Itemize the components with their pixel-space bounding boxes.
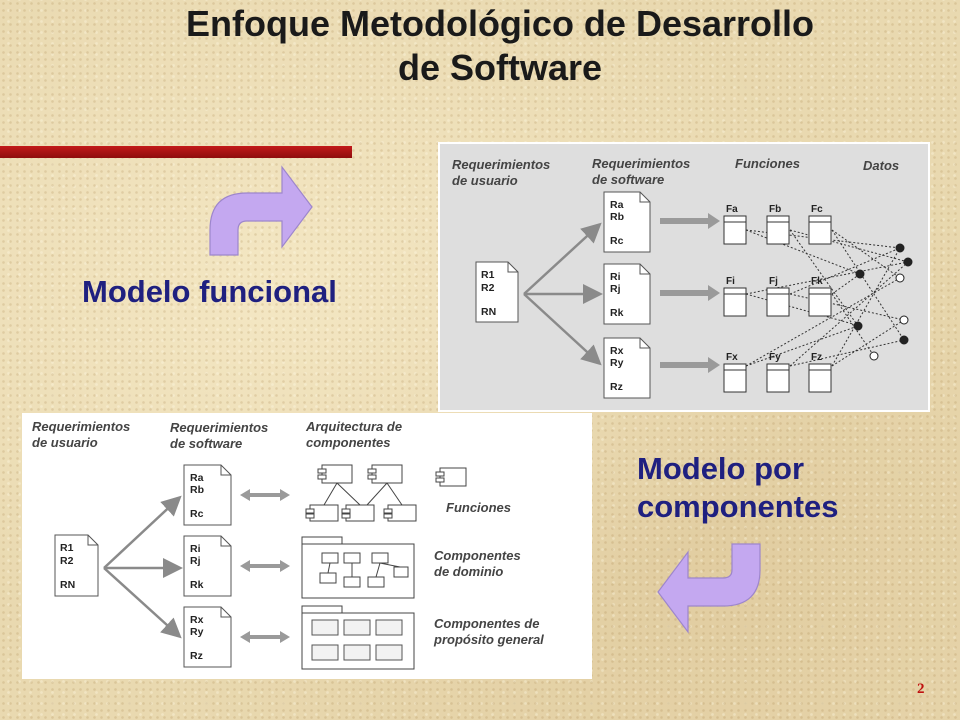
svg-text:Rc: Rc [610,235,624,247]
svg-text:Rb: Rb [610,211,624,223]
component-label-line1: Modelo por [637,451,805,486]
curved-arrow-down-left-icon [657,543,761,634]
col-sw-req-line1: Requerimientos [592,156,690,171]
slide-title: Enfoque Metodológico de Desarrollo de So… [80,2,920,90]
c-sw-req-document-3: Rx Ry Rz [183,606,232,668]
c-legend-general-line1: Componentes de [434,616,539,631]
user-req-rn: RN [481,306,496,318]
svg-text:Ry: Ry [190,626,204,638]
c-col-arch-line2: componentes [306,435,391,450]
functional-diagram-canvas: Requerimientos de usuario Requerimientos… [452,156,913,399]
c-legend-general-line2: propósito general [433,632,544,647]
c-col-sw-req-line2: de software [170,436,242,451]
c-legend-functions: Funciones [446,500,511,515]
svg-text:Fx: Fx [726,352,738,363]
svg-text:Fj: Fj [769,276,778,287]
user-req-r2: R2 [481,282,495,294]
col-user-req-line1: Requerimientos [452,157,550,172]
svg-text:Fk: Fk [811,276,823,287]
c-bidirectional-arrows [240,489,290,643]
svg-text:Rj: Rj [610,283,621,295]
svg-text:Ra: Ra [610,199,624,211]
c-col-user-req-line2: de usuario [32,435,98,450]
svg-text:Ri: Ri [190,543,201,555]
svg-text:Rb: Rb [190,484,204,496]
col-functions: Funciones [735,156,800,171]
svg-text:Fc: Fc [811,204,823,215]
c-architecture-links [323,482,403,506]
title-line-1: Enfoque Metodológico de Desarrollo [185,3,815,44]
svg-text:Fb: Fb [769,204,781,215]
col-data: Datos [863,158,899,173]
doc-to-function-arrows [660,213,720,373]
col-user-req-line2: de usuario [452,173,518,188]
component-model-diagram: Requerimientos de usuario Requerimientos… [22,413,592,679]
svg-text:Ry: Ry [610,357,624,369]
svg-text:Fy: Fy [769,352,781,363]
component-diagram-canvas: Requerimientos de usuario Requerimientos… [32,419,544,670]
c-legend-domain-line1: Componentes [434,548,521,563]
c-user-req-r2: R2 [60,555,74,567]
c-general-purpose-package [301,605,415,670]
user-req-r1: R1 [481,269,495,281]
c-architecture-components [305,464,417,522]
svg-text:Ri: Ri [610,271,621,283]
c-legend-domain-line2: de dominio [434,564,503,579]
sw-req-document-2: Ri Rj Rk [603,263,651,325]
svg-text:Fz: Fz [811,352,822,363]
svg-text:Rx: Rx [610,345,624,357]
functional-model-diagram: Requerimientos de usuario Requerimientos… [438,142,930,412]
svg-text:Rk: Rk [610,307,624,319]
c-col-sw-req-line1: Requerimientos [170,420,268,435]
sw-req-document-1: Ra Rb Rc [603,191,651,253]
c-col-arch-line1: Arquitectura de [305,419,402,434]
sw-req-document-3: Rx Ry Rz [603,337,651,399]
functional-model-label: Modelo funcional [82,274,337,309]
function-row-2: Fi Fj Fk [723,276,832,317]
user-req-document-icon [475,261,519,323]
component-label-line2: componentes [637,489,839,524]
title-line-2: de Software [397,47,603,88]
svg-text:Rz: Rz [190,650,203,662]
svg-text:Rx: Rx [190,614,204,626]
function-row-1: Fa Fb Fc [723,204,832,245]
c-sw-req-document-2: Ri Rj Rk [183,535,232,597]
c-user-req-rn: RN [60,579,75,591]
c-sw-req-document-1: Ra Rb Rc [183,464,232,526]
svg-text:Ra: Ra [190,472,204,484]
col-sw-req-line2: de software [592,172,664,187]
c-user-req-document-icon [54,534,99,597]
c-user-req-r1: R1 [60,542,74,554]
component-model-label: Modelo por componentes [637,450,839,526]
svg-text:Rj: Rj [190,555,201,567]
c-domain-package [301,536,415,599]
data-nodes [853,243,913,361]
curved-arrow-up-right-icon [209,165,313,256]
svg-text:Fi: Fi [726,276,735,287]
svg-text:Rz: Rz [610,381,623,393]
c-legend-component-icon [435,467,467,487]
svg-text:Fa: Fa [726,204,738,215]
svg-text:Rk: Rk [190,579,204,591]
accent-bar [0,146,352,158]
c-col-user-req-line1: Requerimientos [32,419,130,434]
svg-text:Rc: Rc [190,508,204,520]
function-row-3: Fx Fy Fz [723,352,832,393]
page-number: 2 [917,681,925,697]
